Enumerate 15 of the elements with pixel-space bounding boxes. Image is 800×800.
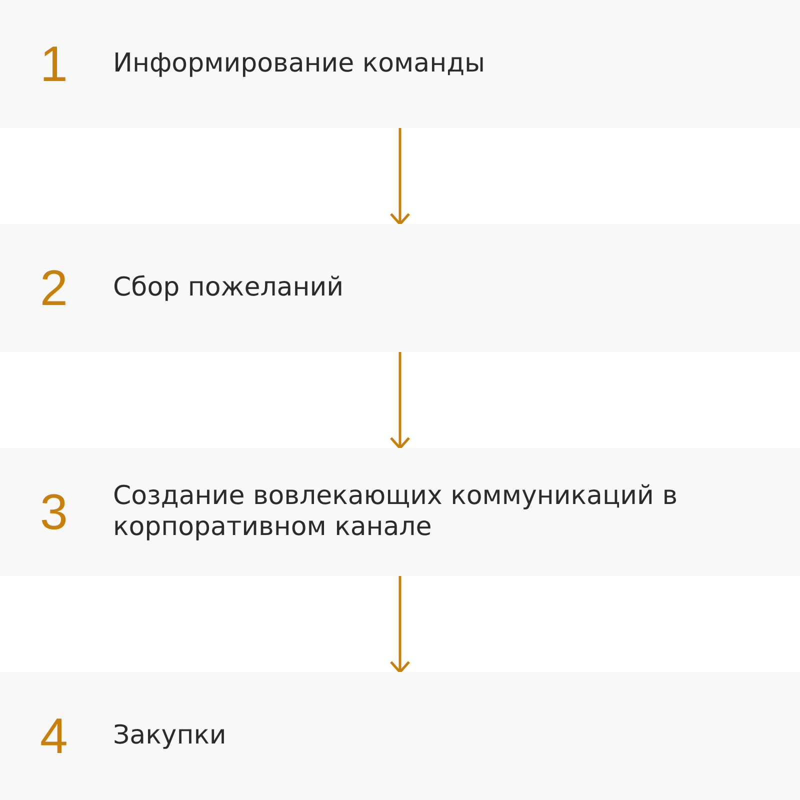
arrow (390, 128, 410, 226)
step-label: Информирование команды (113, 48, 486, 80)
step-number: 4 (40, 707, 68, 765)
step-number: 1 (40, 35, 68, 93)
arrow (390, 576, 410, 674)
step-band (0, 672, 800, 800)
arrow (390, 352, 410, 450)
step-number: 3 (40, 483, 68, 541)
step-band (0, 0, 800, 128)
step-label: Закупки (113, 720, 228, 752)
step-band (0, 448, 800, 576)
step-label: Сбор пожеланий (113, 272, 345, 304)
step-number: 2 (40, 259, 68, 317)
step-label: Создание вовлекающих коммуникаций в корпоративном канале (113, 481, 679, 543)
step-band (0, 224, 800, 352)
